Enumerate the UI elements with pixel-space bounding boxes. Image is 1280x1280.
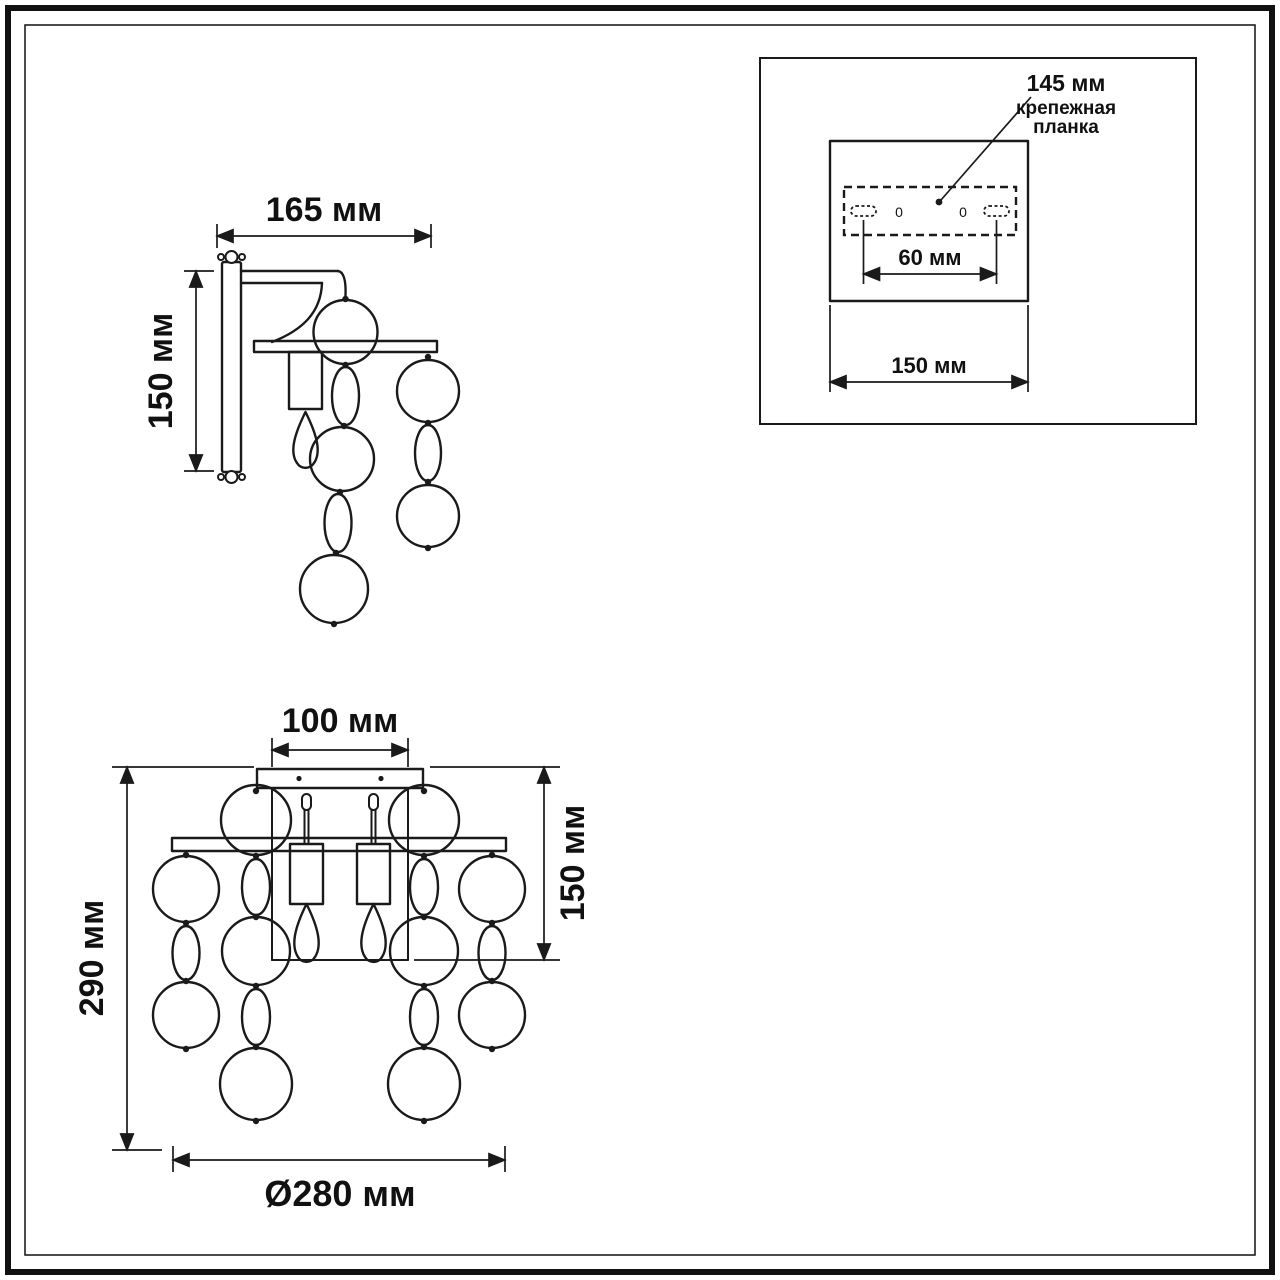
leader-dot: [935, 198, 943, 206]
front-hanging-bar: [170, 836, 508, 853]
side-width-label: 165 мм: [266, 191, 382, 229]
side-view: 165 мм 150 мм: [142, 191, 461, 628]
housing-width-label: 150 мм: [891, 353, 966, 378]
front-total-height-dimension: [112, 765, 254, 1152]
canopy-screw-left: [296, 775, 302, 782]
side-candle-bulb: [292, 410, 319, 470]
side-height-dimension: [184, 269, 214, 473]
side-chain-middle: [298, 295, 379, 628]
mounting-screw-bottom: [217, 470, 246, 484]
front-diameter-label: Ø280 мм: [264, 1173, 415, 1214]
side-candle-socket: [287, 350, 324, 411]
front-chain-inner-left: [218, 783, 294, 1125]
leader-line: [940, 96, 1032, 201]
front-candle-socket-right: [355, 842, 392, 906]
mount-slot-left: [850, 205, 877, 217]
front-canopy-width-label: 100 мм: [282, 702, 398, 740]
lamp-arm: [239, 269, 347, 344]
front-body-height-dimension: [414, 765, 560, 962]
hole-mark-right: 0: [959, 204, 967, 220]
front-body-frame: [271, 787, 409, 961]
hole-mark-left: 0: [895, 204, 903, 220]
outer-frame-border: [5, 5, 1275, 1275]
lamp-pin-left: [301, 793, 312, 845]
lamp-pin-right: [368, 793, 379, 845]
front-total-height-label: 290 мм: [73, 900, 111, 1016]
front-chain-inner-right: [386, 783, 462, 1125]
mounting-plate-dashed: [842, 185, 1018, 237]
mounting-screw-top: [217, 250, 246, 264]
inset-box: [759, 57, 1197, 425]
front-chain-outer-left: [151, 851, 221, 1053]
front-canopy-width-dimension: [270, 738, 410, 767]
wall-plate: [220, 260, 243, 474]
side-chain-right: [395, 353, 461, 552]
mounting-inset: 0 0 145 мм крепежная планка 60 мм 150 мм: [759, 57, 1197, 425]
front-chain-outer-right: [457, 851, 527, 1053]
front-candle-bulb-left: [293, 902, 320, 964]
hole-spacing-label: 60 мм: [898, 245, 961, 270]
front-candle-bulb-right: [360, 902, 387, 964]
side-width-dimension: [215, 224, 433, 248]
side-hanging-bar: [252, 339, 439, 354]
front-view: 100 мм: [73, 702, 592, 1214]
hole-spacing-dimension: [861, 220, 999, 284]
mount-housing-box: [828, 139, 1030, 303]
canopy-screw-right: [378, 775, 384, 782]
front-diameter-dimension: [171, 1146, 507, 1172]
housing-width-dimension: [828, 305, 1030, 392]
plate-name-line1: крепежная: [1016, 98, 1116, 119]
plate-name-line2: планка: [1033, 117, 1099, 138]
inner-frame-border: [24, 24, 1256, 1256]
front-candle-socket-left: [288, 842, 325, 906]
mount-slot-right: [983, 205, 1010, 217]
side-height-label: 150 мм: [142, 313, 180, 429]
front-canopy: [255, 767, 425, 790]
front-body-height-label: 150 мм: [554, 805, 592, 921]
plate-size-label: 145 мм: [1027, 70, 1106, 96]
